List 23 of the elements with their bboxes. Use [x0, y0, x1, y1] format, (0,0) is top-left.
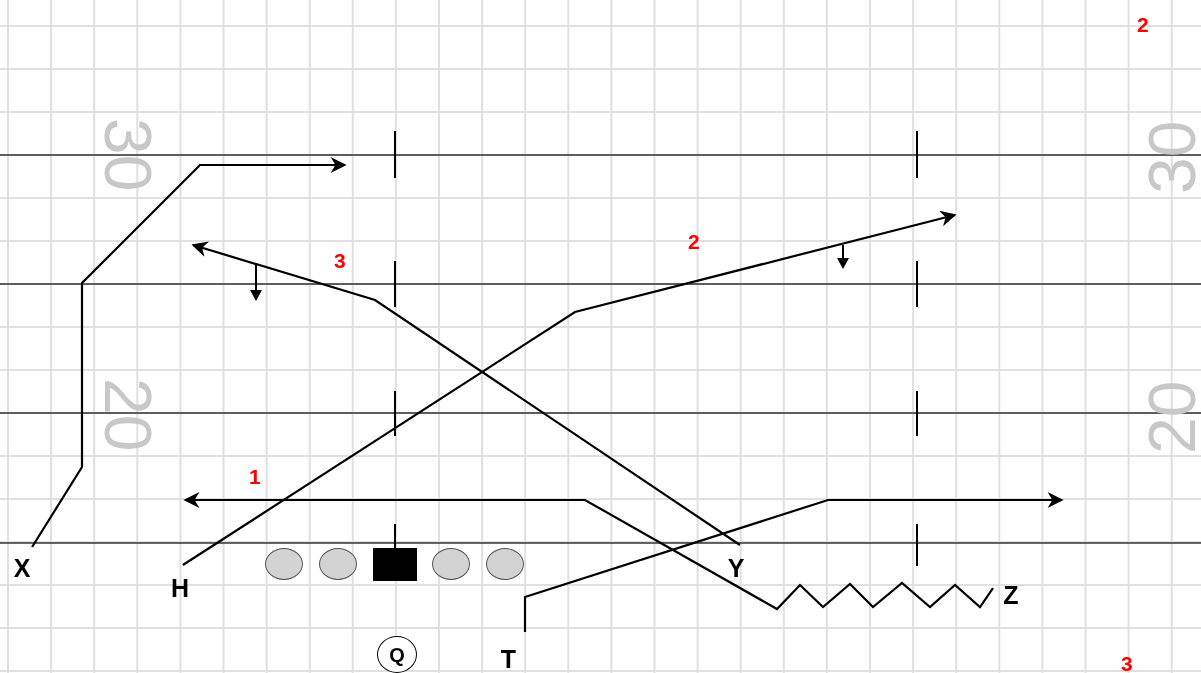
yard-number: 20: [1134, 380, 1201, 454]
player-label: X: [10, 547, 34, 581]
route-arrow: [191, 241, 741, 546]
player-label: Z: [993, 576, 1029, 608]
player-label: Y: [722, 545, 750, 581]
route-arrow: [182, 210, 957, 566]
yard-number: 30: [1134, 120, 1201, 194]
player-label: T: [492, 632, 525, 672]
lineman-ellipse: [432, 548, 470, 580]
route-number: 1: [249, 465, 261, 489]
route-number: 2: [688, 230, 700, 254]
route-number: 3: [334, 249, 346, 273]
lineman-ellipse: [486, 548, 524, 580]
route-arrow: [523, 492, 1064, 632]
route-number: 2: [1137, 13, 1149, 37]
lineman-ellipse: [265, 548, 303, 580]
lineman-ellipse: [319, 548, 357, 580]
route-arrow: [183, 492, 994, 611]
quarterback-circle: Q: [377, 636, 417, 673]
route-arrow: [31, 157, 347, 548]
route-number: 3: [1121, 652, 1133, 673]
center-square: [373, 548, 417, 581]
player-label: H: [168, 565, 192, 601]
